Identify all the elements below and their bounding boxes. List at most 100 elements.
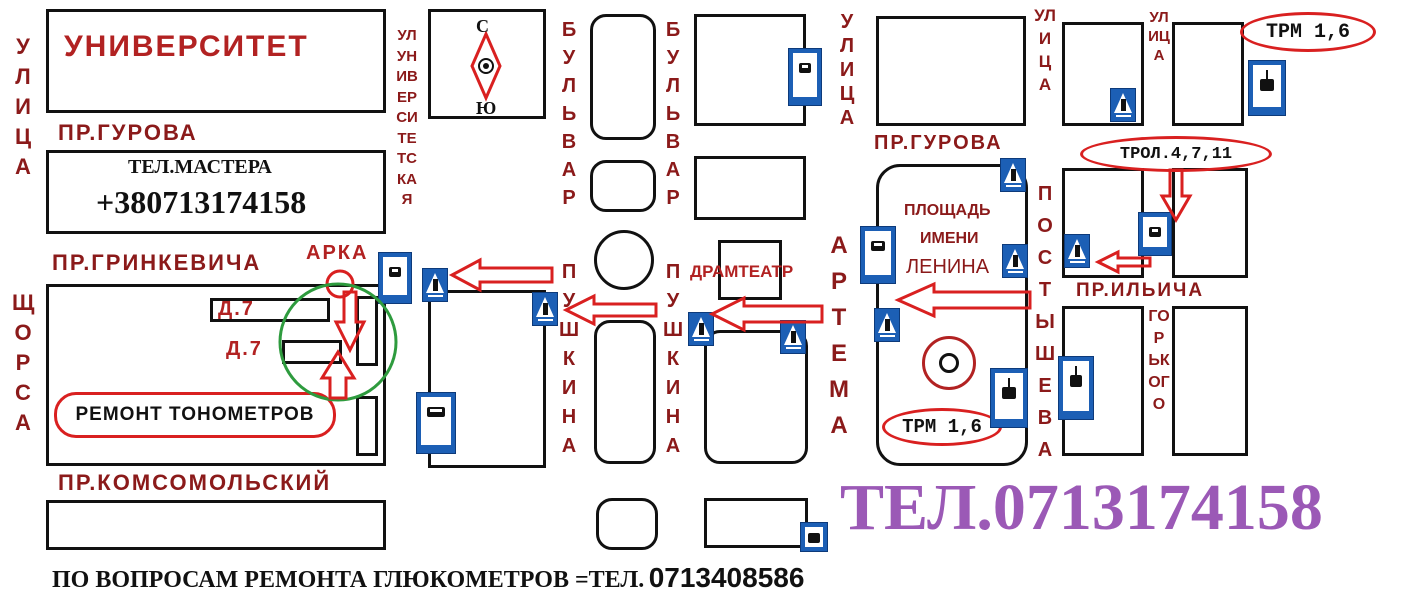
bus-shape: [389, 267, 401, 277]
pedestrian-crossing-icon: [780, 320, 806, 354]
pedestrian-crossing-icon: [1000, 158, 1026, 192]
drama-block-mid: [694, 156, 806, 220]
tram-stop-sign-icon: [990, 368, 1028, 428]
bus-sign-face: [421, 397, 451, 445]
master-phone-number: +380713174158: [96, 184, 307, 220]
crossing-stripes: [538, 319, 553, 321]
crossing-figure: [699, 323, 704, 335]
square-label-line1: ПЛОЩАДЬ: [904, 202, 991, 219]
arrow-left-5: [1094, 249, 1152, 275]
big-phone-label: ТЕЛ.0713174158: [840, 471, 1323, 544]
square-label-line2: ИМЕНИ: [920, 230, 979, 247]
street-label-pr-komsomolsky: ПР.КОМСОМОЛЬСКИЙ: [58, 470, 332, 495]
street-label-gorkogo: ГОРЬКОГО: [1148, 308, 1170, 413]
boulevard-block-2: [590, 160, 656, 212]
roundabout-icon: [922, 336, 976, 390]
compass-block: [428, 9, 546, 119]
compass-north-label: С: [476, 16, 491, 36]
bus-sign-face: [805, 527, 823, 547]
street-label-bulvar-b: БУЛЬВАР: [665, 19, 681, 209]
house-number-label-a: Д.7: [218, 298, 255, 320]
pedestrian-crossing-icon: [532, 292, 558, 326]
crossing-stripes: [1116, 115, 1131, 117]
bus-shape: [427, 407, 445, 417]
street-label-artema: АРТЕМА: [829, 232, 849, 439]
university-block: [46, 9, 386, 113]
crossing-stripes: [1008, 271, 1023, 273]
street-label-bulvar-a: БУЛЬВАР: [561, 19, 577, 209]
drama-block-top: [694, 14, 806, 126]
street-label-universitetskaya: УЛУНИВЕРСИТЕТСКАЯ: [396, 27, 418, 208]
arrow-down-trol: [1159, 168, 1193, 223]
house-number-label-b: Д.7: [226, 338, 263, 360]
building-strip-4: [356, 396, 378, 456]
boulevard-circle: [594, 230, 654, 290]
crossing-figure: [791, 331, 796, 343]
tram-shape: [1070, 375, 1082, 387]
bus-stop-sign-icon: [860, 226, 896, 284]
bus-windows: [430, 409, 442, 412]
crossing-stripes: [694, 339, 709, 341]
crossing-stripes: [1006, 185, 1021, 187]
boulevard-block-1: [590, 14, 656, 140]
tram-stop-sign-icon: [1058, 356, 1094, 420]
compass-icon: [470, 30, 502, 102]
street-label-pr-grinkevicha: ПР.ГРИНКЕВИЧА: [52, 250, 262, 275]
arrow-up-to-entrance: [319, 349, 357, 400]
crossing-stripes: [880, 335, 895, 337]
crossing-figure: [1075, 245, 1080, 257]
right-block-top: [876, 16, 1026, 126]
arrow-left-1: [448, 257, 554, 293]
bottom-left-block: [46, 500, 386, 550]
drama-block-small: [704, 498, 808, 548]
arrow-down-from-arch: [333, 290, 367, 354]
tram-sign-face: [1063, 361, 1089, 411]
pedestrian-crossing-icon: [1002, 244, 1028, 278]
crossing-figure: [885, 319, 890, 331]
bus-stop-sign-icon: [800, 522, 828, 552]
tram-shape: [1260, 79, 1274, 91]
drama-block-bottom: [704, 330, 808, 464]
street-label-postysheva: ПОСТЫШЕВА: [1034, 183, 1056, 461]
pedestrian-crossing-icon: [422, 268, 448, 302]
crossing-figure: [1121, 99, 1126, 111]
street-label-pushkina-b: ПУШКИНА: [662, 261, 684, 457]
bus-windows: [874, 243, 882, 246]
bus-windows: [802, 65, 808, 68]
bus-shape: [808, 533, 820, 543]
bus-stop-sign-icon: [416, 392, 456, 454]
footer-text: ПО ВОПРОСАМ РЕМОНТА ГЛЮКОМЕТРОВ =ТЕЛ.: [52, 567, 645, 593]
bus-shape: [799, 63, 811, 73]
pedestrian-crossing-icon: [1110, 88, 1136, 122]
bus-sign-face: [1143, 217, 1167, 247]
street-label-ulitsa-gork: УЛИЦА: [1148, 9, 1170, 64]
street-label-shchorsa: ЩОРСА: [12, 290, 35, 435]
bus-stop-sign-icon: [378, 252, 412, 304]
arch-label: АРКА: [306, 242, 369, 264]
tram-sign-face: [995, 373, 1023, 419]
entrance-highlight-circle: [278, 282, 398, 402]
tram-shape: [1002, 387, 1016, 399]
footer: ПО ВОПРОСАМ РЕМОНТА ГЛЮКОМЕТРОВ =ТЕЛ. 07…: [52, 562, 804, 594]
crossing-stripes: [786, 347, 801, 349]
crossing-figure: [543, 303, 548, 315]
tram-stop-sign-icon: [1248, 60, 1286, 116]
footer-phone: 0713408586: [648, 562, 805, 593]
building-strip-3: [356, 296, 378, 366]
street-label-ulitsa-left: УЛИЦА: [14, 34, 32, 179]
street-label-pr-gurova-left: ПР.ГУРОВА: [58, 120, 198, 145]
compass-south-label: Ю: [476, 98, 499, 118]
street-label-pushkina-a: ПУШКИНА: [558, 261, 580, 457]
building-strip-1: [210, 298, 330, 322]
master-phone-title: ТЕЛ.МАСТЕРА: [128, 156, 272, 178]
square-label-line3: ЛЕНИНА: [906, 256, 990, 278]
repair-tonometers-label: РЕМОНТ ТОНОМЕТРОВ: [54, 392, 336, 438]
bus-sign-face: [793, 53, 817, 97]
street-label-pr-gurova-right: ПР.ГУРОВА: [874, 132, 1003, 154]
roundabout-center: [939, 353, 959, 373]
block-r2: [1172, 22, 1244, 126]
master-phone-block: [46, 150, 386, 234]
tram-pantograph: [1266, 70, 1268, 79]
boulevard-block-4: [596, 498, 658, 550]
crossing-stripes: [428, 295, 443, 297]
